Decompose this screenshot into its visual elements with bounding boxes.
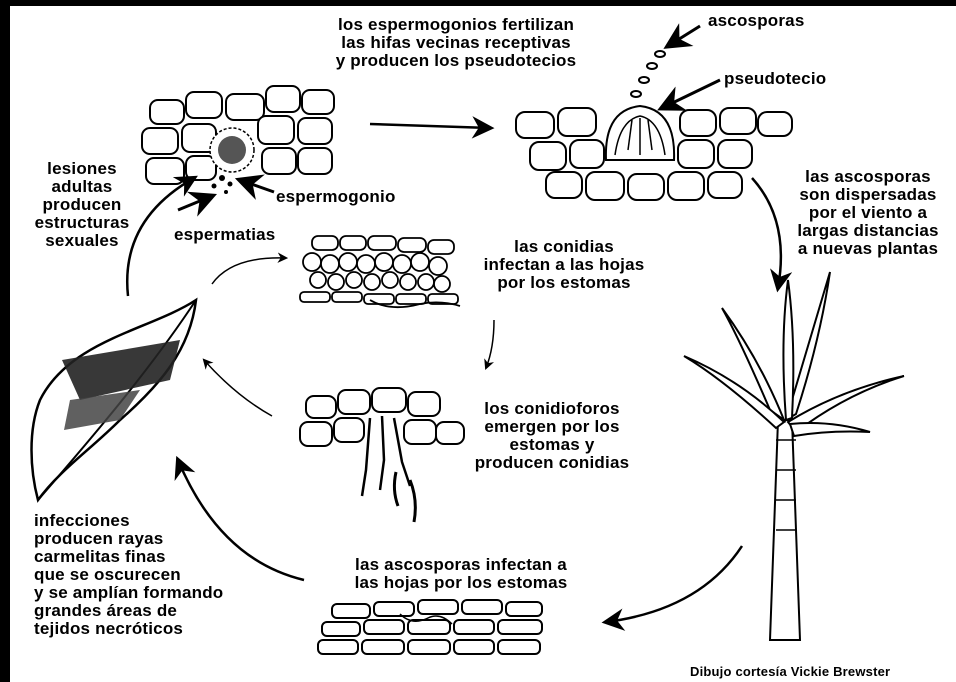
- label-ascosporas: ascosporas: [708, 12, 805, 30]
- label-conidias-infectan: las conidias infectan a las hojas por lo…: [464, 238, 664, 292]
- banana-plant-icon: [684, 272, 904, 640]
- ascospore-infection-tissue-icon: [318, 600, 542, 654]
- label-ascosporas-dispersadas: las ascosporas son dispersadas por el vi…: [780, 168, 956, 258]
- label-lesiones-adultas: lesiones adultas producen estructuras se…: [20, 160, 144, 250]
- infected-leaf-icon: [32, 300, 197, 500]
- label-espermogonio: espermogonio: [276, 188, 396, 206]
- spermogonium-tissue-icon: [142, 86, 334, 194]
- label-ascosporas-infectan: las ascosporas infectan a las hojas por …: [330, 556, 592, 592]
- credit-text: Dibujo cortesía Vickie Brewster: [690, 665, 890, 679]
- leaf-tissue-icon: [300, 236, 460, 307]
- label-infecciones: infecciones producen rayas carmelitas fi…: [34, 512, 274, 638]
- label-espermatias: espermatias: [174, 226, 275, 244]
- label-conidioforos-emergen: los conidioforos emergen por los estomas…: [452, 400, 652, 472]
- label-espermogonios-fertilizan: los espermogonios fertilizan las hifas v…: [306, 16, 606, 70]
- conidiophore-tissue-icon: [300, 388, 464, 522]
- label-pseudotecio: pseudotecio: [724, 70, 826, 88]
